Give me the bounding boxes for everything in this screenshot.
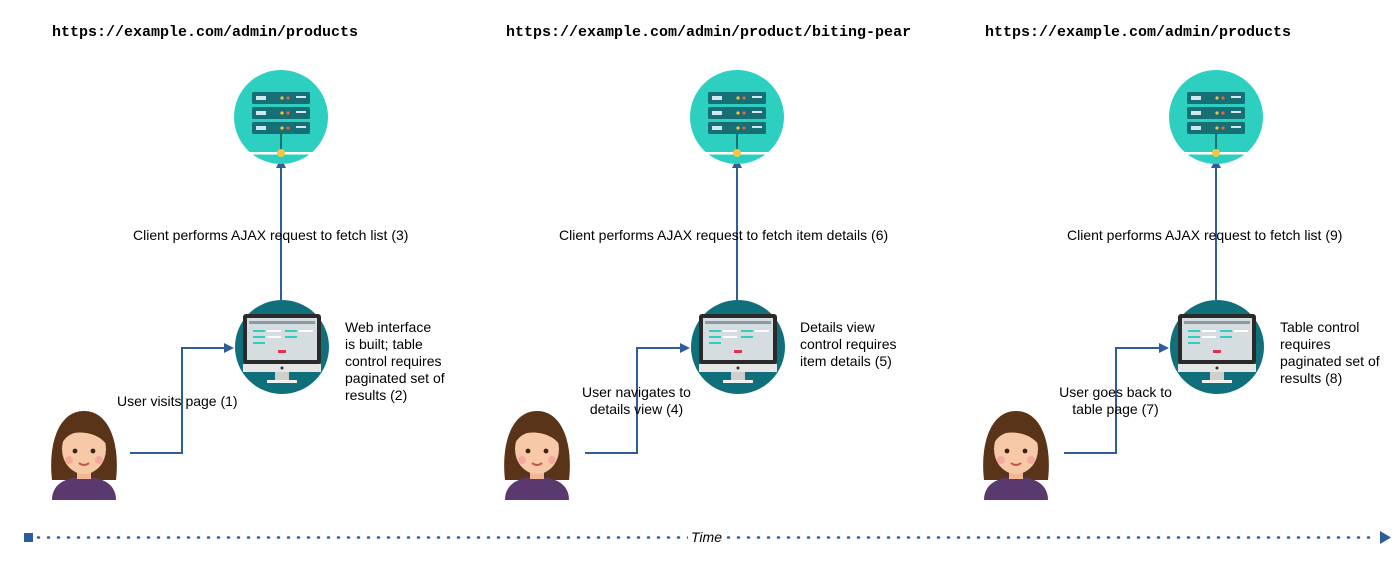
timeline-arrowhead [1380,531,1391,544]
user-action-label-2: User navigates to details view (4) [582,384,691,417]
monitor-icon [235,300,329,394]
user-avatar-icon [51,411,117,500]
monitor-icon [1170,300,1264,394]
client-note-1: Web interface is built; table control re… [345,319,445,403]
client-note-2: Details view control requires item detai… [800,319,897,369]
page-url-1: https://example.com/admin/products [52,24,359,41]
user-avatar-icon [504,411,570,500]
client-note-3: Table control requires paginated set of … [1280,319,1380,386]
server-icon [234,70,328,164]
user-to-client-arrow-1 [130,343,234,454]
server-icon [1169,70,1263,164]
user-action-label-3: User goes back to table page (7) [1059,384,1172,417]
user-to-client-arrow-2 [585,343,690,454]
page-url-2: https://example.com/admin/product/biting… [506,24,912,41]
user-action-label-1: User visits page (1) [117,393,238,409]
user-to-client-arrow-3 [1064,343,1169,454]
timeline-label: Time [688,529,725,545]
ajax-request-label-2: Client performs AJAX request to fetch it… [559,227,889,243]
page-url-3: https://example.com/admin/products [985,24,1292,41]
ajax-request-label-1: Client performs AJAX request to fetch li… [133,227,409,243]
user-avatar-icon [983,411,1049,500]
ajax-request-label-3: Client performs AJAX request to fetch li… [1067,227,1343,243]
server-icon [690,70,784,164]
monitor-icon [691,300,785,394]
timeline-start-marker [24,533,33,542]
